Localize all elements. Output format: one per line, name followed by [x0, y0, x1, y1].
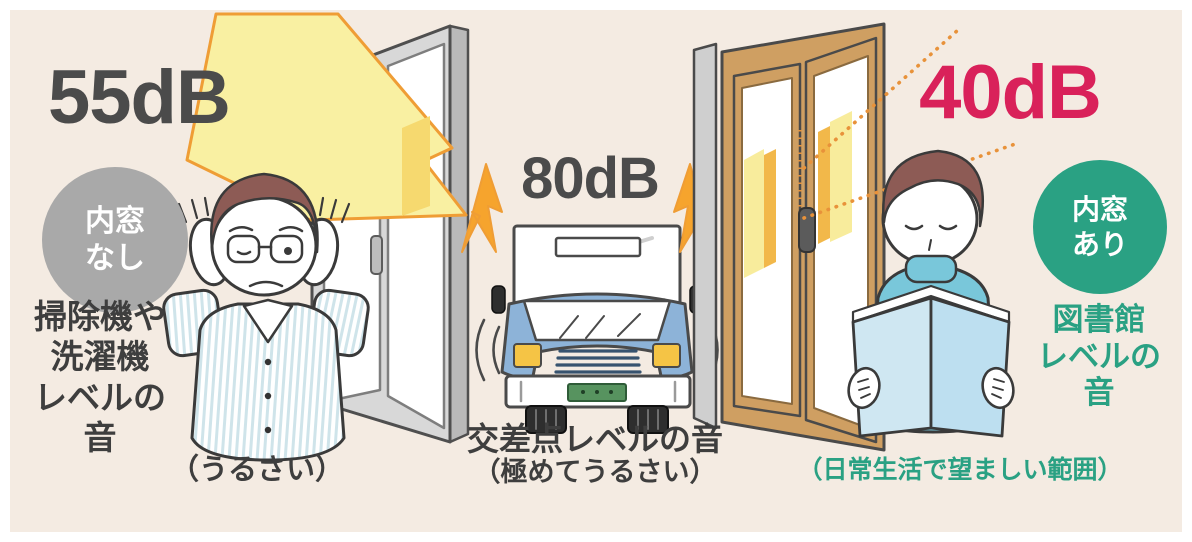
- badge-no-inner-window: 内窓 なし: [42, 167, 188, 313]
- description-no-inner-window: 掃除機や 洗濯機 レベルの 音: [14, 297, 186, 458]
- badge-line: なし: [85, 242, 145, 275]
- faded-lightning-dotted-line-icon: [744, 111, 852, 278]
- badge-line: 内窓: [85, 204, 145, 238]
- lightning-bolt-icon: [185, 12, 503, 253]
- db-level-no-inner-window: 55dB: [48, 55, 231, 140]
- caption-traffic: （極めてうるさい）: [473, 457, 717, 487]
- description-line: 音: [83, 418, 117, 456]
- description-with-inner-window: 図書館 レベルの 音: [1020, 302, 1178, 412]
- small-lightning-arrow-icon: [461, 163, 503, 253]
- description-traffic: 交差点レベルの音: [466, 421, 723, 457]
- description-line: レベルの: [1037, 338, 1161, 374]
- caption-no-inner-window: （うるさい）: [169, 454, 344, 486]
- db-level-traffic: 80dB: [521, 146, 660, 211]
- description-line: 音: [1083, 375, 1115, 411]
- description-line: 掃除機や: [34, 298, 166, 335]
- caption-with-inner-window: （日常生活で望ましい範囲）: [797, 456, 1123, 484]
- badge-line: 内窓: [1071, 194, 1128, 225]
- description-line: 洗濯機: [50, 338, 150, 376]
- person-reading-book-icon: [847, 149, 1015, 438]
- truck-front-icon: [475, 163, 719, 434]
- badge-with-inner-window: 内窓 あり: [1033, 160, 1167, 294]
- person-covering-ears-icon: [162, 172, 370, 462]
- faded-lightning-dotted-line-icon: [802, 28, 1020, 220]
- description-line: 図書館: [1052, 302, 1146, 337]
- db-level-with-inner-window: 40dB: [919, 50, 1102, 135]
- badge-line: あり: [1071, 229, 1128, 260]
- description-line: レベルの: [34, 378, 166, 416]
